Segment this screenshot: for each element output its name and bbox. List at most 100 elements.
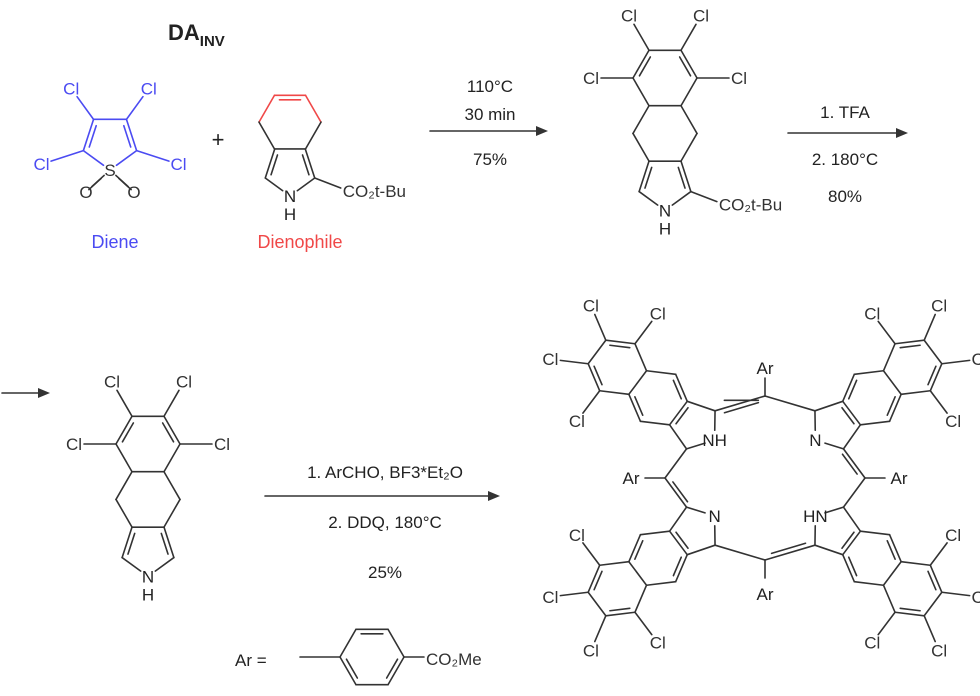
bond [686, 544, 716, 556]
bond [121, 526, 133, 559]
title-subscript: INV [200, 33, 225, 50]
bond [923, 339, 943, 365]
bond [894, 339, 926, 345]
bond [674, 553, 689, 583]
c-cl-bond [923, 614, 937, 643]
bond [882, 560, 902, 587]
double-bond-line [634, 539, 644, 560]
bond [163, 443, 181, 473]
reaction-arrow-3 [264, 491, 500, 501]
bond [628, 393, 642, 423]
double-bond-line [886, 539, 896, 560]
bond [714, 544, 766, 561]
bond [841, 530, 862, 556]
double-bond-line [672, 556, 683, 577]
bond [882, 369, 902, 396]
bond [163, 498, 181, 528]
meso-aryl-label: Ar [757, 359, 774, 378]
reaction-arrow-1 [429, 126, 548, 136]
plus-sign: + [212, 127, 225, 152]
bond [125, 118, 138, 152]
nitrogen-label: N [142, 567, 154, 586]
bond [680, 77, 698, 107]
ring-bond [115, 149, 138, 167]
bond [664, 448, 688, 479]
ester-label: CO₂t-Bu [343, 182, 406, 201]
bond [859, 530, 891, 536]
bond [115, 498, 133, 528]
chlorine-label: Cl [176, 373, 192, 392]
bond [690, 190, 718, 203]
chlorine-label: Cl [583, 296, 599, 315]
step3-condition-2: 2. DDQ, 180°C [328, 513, 442, 532]
double-bond-line [593, 570, 603, 591]
bond [888, 533, 902, 563]
c-cl-bond [877, 320, 896, 345]
double-bond-line [847, 379, 858, 400]
diene-chlorine-label: Cl [63, 80, 79, 99]
chlorine-label: Cl [583, 69, 599, 88]
chlorine-label: Cl [945, 412, 961, 431]
chlorine-label: Cl [569, 526, 585, 545]
double-bond-line [927, 365, 937, 386]
bond [853, 580, 885, 587]
c-cl-bond [559, 359, 589, 365]
ring-bond [824, 506, 845, 514]
c-cl-bond [593, 614, 607, 643]
hydrogen-label: H [659, 219, 671, 238]
bond [339, 628, 357, 658]
c-cl-bond [634, 611, 653, 636]
double-bond-line [899, 607, 921, 612]
bond [587, 339, 607, 365]
double-bond-line [678, 56, 692, 77]
reaction-arrow-2 [787, 128, 908, 138]
ring-bond [121, 556, 142, 572]
bond [888, 393, 902, 423]
bond [668, 424, 688, 450]
c-cl-bond [582, 389, 601, 414]
ring-bond [824, 442, 845, 450]
ring-bond [154, 556, 175, 572]
chlorine-label: Cl [864, 304, 880, 323]
ring-bond [82, 149, 105, 167]
double-bond-line [88, 124, 97, 148]
oxygen-label: O [79, 183, 92, 202]
chlorine-label: Cl [650, 304, 666, 323]
bond [841, 400, 862, 426]
ester-label: CO₂Me [426, 650, 482, 669]
bond [680, 160, 692, 193]
s-o-bond [88, 177, 102, 191]
c-cl-bond [634, 320, 653, 345]
bond [668, 530, 689, 556]
bond [387, 656, 405, 686]
bond [668, 400, 689, 426]
bond [628, 533, 642, 563]
bond [115, 443, 133, 473]
double-bond-line [634, 396, 644, 417]
chlorine-label: Cl [931, 296, 947, 315]
sulfur-label: S [104, 161, 115, 180]
chlorine-label: Cl [731, 69, 747, 88]
step2-condition-1: 1. TFA [820, 103, 870, 122]
double-bond-line [127, 532, 136, 555]
double-bond-line [638, 56, 652, 77]
c-cl-bond [929, 389, 948, 414]
diene-chlorine-label: Cl [170, 155, 186, 174]
c-cl-bond [929, 542, 948, 567]
meso-aryl-label: Ar [623, 469, 640, 488]
bond [628, 369, 648, 396]
bond [387, 628, 405, 658]
bond [628, 560, 648, 587]
bond [842, 506, 862, 532]
hydrogen-label: H [284, 205, 296, 224]
bond [258, 121, 276, 150]
c-cl-bond [559, 591, 589, 597]
chlorine-label: Cl [621, 7, 637, 26]
bond [115, 415, 133, 445]
bond [634, 584, 648, 614]
